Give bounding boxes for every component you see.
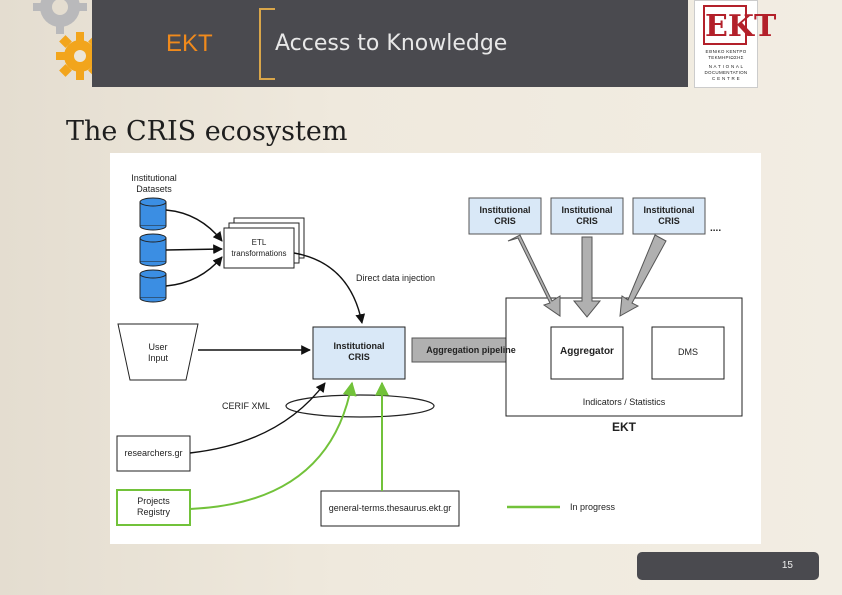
dataset-cylinder [139, 233, 167, 267]
label-projects-registry: Projects Registry [136, 496, 170, 517]
dms-box [651, 326, 725, 380]
label-institutional-cris: Institutional CRIS [479, 205, 531, 226]
label-user-input: User Input [147, 342, 169, 363]
logo-line: DOCUMENTATION [704, 70, 748, 75]
label-aggregator: Aggregator [560, 346, 614, 357]
page-number-bar: 15 [637, 552, 819, 580]
label-ellipsis: .... [710, 223, 722, 234]
header-bar [92, 0, 688, 87]
etl-box [223, 227, 295, 269]
header-tagline: Access to Knowledge [275, 31, 508, 56]
cris-ecosystem-diagram: Institutional Datasets ETL transformatio… [110, 153, 761, 544]
label-institutional-cris: Institutional CRIS [643, 205, 695, 226]
header-brand: EKT [166, 30, 213, 57]
projects-registry-box [116, 489, 191, 526]
dataset-cylinder [139, 269, 167, 303]
cerif-xml-ellipse [285, 394, 435, 418]
label-direct-injection: Direct data injection [356, 273, 436, 283]
header-bracket [259, 8, 275, 80]
label-ekt: EKT [612, 420, 636, 434]
user-input-shape [117, 323, 199, 381]
institutional-cris-box [632, 197, 706, 235]
thesaurus-box [320, 490, 460, 527]
logo-line: C E N T R E [712, 76, 740, 81]
label-researchers: researchers.gr [124, 448, 183, 458]
label-dms: DMS [678, 347, 698, 357]
logo-line: N A T I O N A L [708, 64, 744, 69]
label-in-progress: In progress [570, 502, 616, 512]
ekt-logo: EKT ΕΘΝΙΚΟ ΚΕΝΤΡΟ ΤΕΚΜΗΡΙΩΣΗΣ N A T I O … [694, 0, 776, 88]
label-institutional-datasets: Institutional Datasets [131, 173, 177, 194]
diagram-graphics [116, 197, 743, 527]
slide-title: The CRIS ecosystem [66, 116, 348, 147]
label-cerif-xml: CERIF XML [222, 401, 271, 411]
label-etl: ETL transformations [231, 238, 287, 258]
gear-icon [33, 0, 87, 34]
label-aggregation-pipeline: Aggregation pipeline [426, 345, 516, 355]
dataset-cylinder [139, 197, 167, 231]
institutional-cris-box [468, 197, 542, 235]
label-indicators: Indicators / Statistics [582, 397, 666, 407]
institutional-cris-box [550, 197, 624, 235]
label-institutional-cris: Institutional CRIS [561, 205, 613, 226]
label-institutional-cris-main: Institutional CRIS [333, 341, 385, 362]
logo-line: ΕΘΝΙΚΟ ΚΕΝΤΡΟ [705, 49, 747, 54]
institutional-cris-main-box [312, 326, 406, 380]
page-number: 15 [781, 560, 793, 571]
aggregator-box [550, 326, 624, 380]
logo-line: ΤΕΚΜΗΡΙΩΣΗΣ [708, 55, 744, 60]
label-thesaurus: general-terms.thesaurus.ekt.gr [328, 503, 452, 513]
researchers-box [116, 435, 191, 472]
logo-mark: EKT [703, 5, 776, 45]
